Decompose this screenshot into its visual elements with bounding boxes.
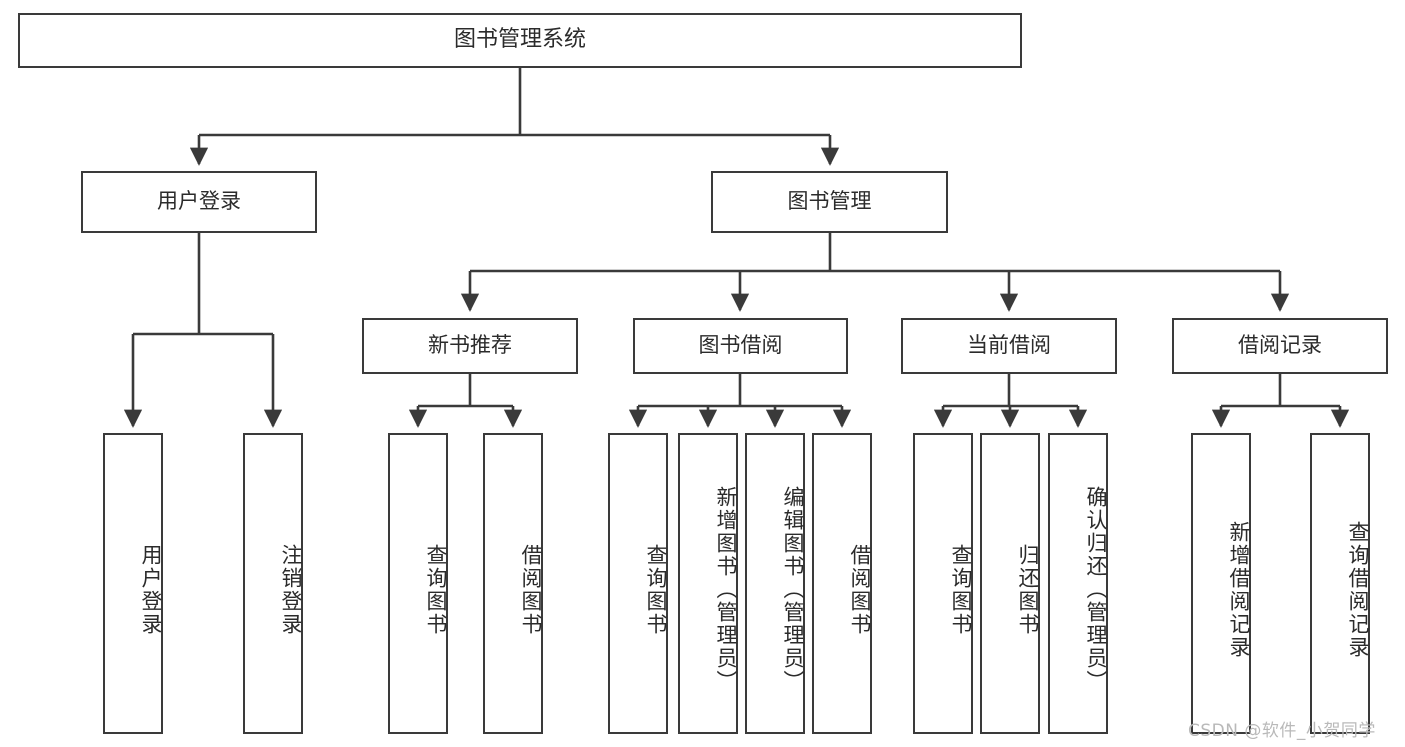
node-new-book-recommend-label: 新书推荐 — [428, 333, 512, 358]
csdn-watermark: CSDN @软件_小贺同学 — [1188, 721, 1376, 741]
leaf-logout[interactable]: 注销登录 — [243, 433, 303, 734]
leaf-add-borrow-record-label: 新增借阅记录 — [1227, 520, 1251, 659]
node-user-login-label: 用户登录 — [157, 189, 241, 214]
leaf-borrow-book-label: 借阅图书 — [848, 543, 872, 636]
leaf-add-book-admin[interactable]: 新增图书（管理员） — [678, 433, 738, 734]
leaf-query-book-recommend[interactable]: 查询图书 — [388, 433, 448, 734]
leaf-return-book-label: 归还图书 — [1016, 543, 1040, 636]
node-book-borrow[interactable]: 图书借阅 — [633, 318, 848, 374]
node-borrow-record[interactable]: 借阅记录 — [1172, 318, 1388, 374]
node-book-borrow-label: 图书借阅 — [698, 333, 783, 358]
leaf-confirm-return-admin-label: 确认归还（管理员） — [1084, 486, 1108, 693]
leaf-query-book-borrow[interactable]: 查询图书 — [608, 433, 668, 734]
node-book-management-label: 图书管理 — [787, 189, 872, 214]
leaf-add-book-admin-label: 新增图书（管理员） — [714, 486, 738, 693]
leaf-borrow-book[interactable]: 借阅图书 — [812, 433, 872, 734]
leaf-user-login-label: 用户登录 — [139, 543, 163, 636]
leaf-logout-label: 注销登录 — [279, 543, 303, 636]
node-current-borrow-label: 当前借阅 — [967, 333, 1051, 358]
node-root-label: 图书管理系统 — [453, 27, 586, 53]
leaf-confirm-return-admin[interactable]: 确认归还（管理员） — [1048, 433, 1108, 734]
leaf-edit-book-admin[interactable]: 编辑图书（管理员） — [745, 433, 805, 734]
leaf-query-borrow-record-label: 查询借阅记录 — [1346, 520, 1370, 659]
leaf-query-book-borrow-label: 查询图书 — [644, 543, 668, 636]
leaf-user-login[interactable]: 用户登录 — [103, 433, 163, 734]
leaf-add-borrow-record[interactable]: 新增借阅记录 — [1191, 433, 1251, 734]
node-borrow-record-label: 借阅记录 — [1238, 333, 1322, 358]
node-new-book-recommend[interactable]: 新书推荐 — [362, 318, 578, 374]
leaf-edit-book-admin-label: 编辑图书（管理员） — [781, 486, 805, 693]
leaf-query-book-current[interactable]: 查询图书 — [913, 433, 973, 734]
node-user-login[interactable]: 用户登录 — [81, 171, 317, 233]
leaf-borrow-book-recommend-label: 借阅图书 — [519, 543, 543, 636]
leaf-query-book-current-label: 查询图书 — [949, 543, 973, 636]
node-root[interactable]: 图书管理系统 — [18, 13, 1022, 68]
leaf-query-borrow-record[interactable]: 查询借阅记录 — [1310, 433, 1370, 734]
leaf-borrow-book-recommend[interactable]: 借阅图书 — [483, 433, 543, 734]
node-book-management[interactable]: 图书管理 — [711, 171, 948, 233]
node-current-borrow[interactable]: 当前借阅 — [901, 318, 1117, 374]
leaf-return-book[interactable]: 归还图书 — [980, 433, 1040, 734]
leaf-query-book-recommend-label: 查询图书 — [424, 543, 448, 636]
